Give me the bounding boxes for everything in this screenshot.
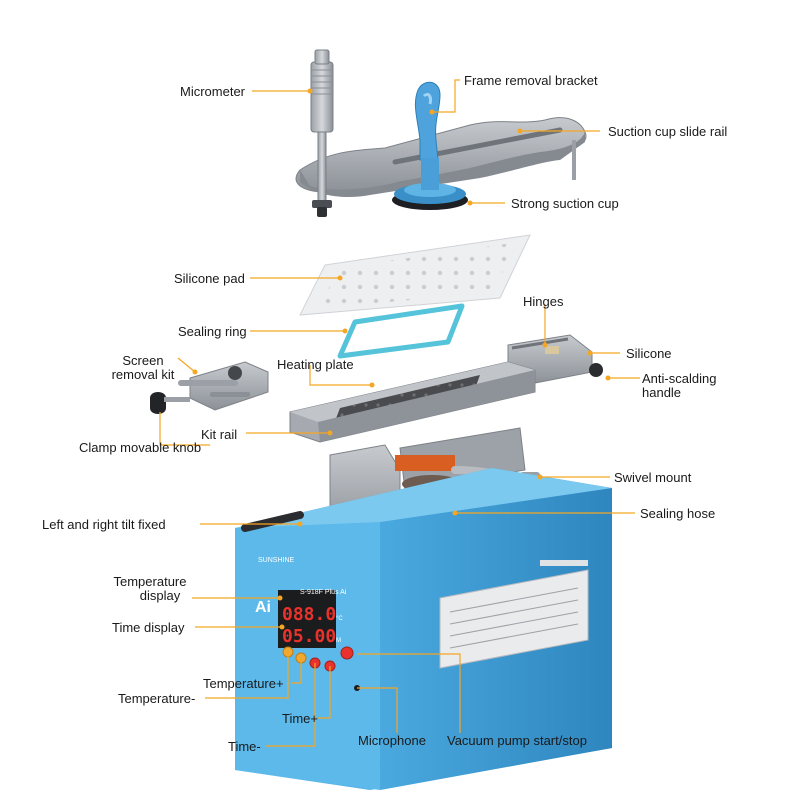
label-anti-scalding-handle-line1: Anti-scalding: [642, 371, 717, 386]
label-strong-suction-cup: Strong suction cup: [511, 196, 619, 211]
label-sealing-ring: Sealing ring: [178, 324, 247, 339]
label-frame-removal-bracket: Frame removal bracket: [464, 73, 598, 88]
label-temperature-minus: Temperature-: [118, 691, 196, 706]
label-screen-removal-kit-line1: Screen: [122, 353, 164, 368]
silicone-pad: [299, 234, 531, 316]
frame-removal-bracket: [295, 117, 587, 198]
body-strip: [540, 560, 588, 566]
temperature-unit: °C: [336, 616, 343, 622]
bracket-leg: [572, 140, 576, 180]
display-panel: [278, 590, 336, 648]
leader-lines: [159, 79, 640, 747]
suction-cup-handle: [414, 81, 441, 161]
label-swivel-mount: Swivel mount: [614, 470, 692, 485]
label-suction-cup-slide-rail: Suction cup slide rail: [608, 124, 728, 139]
label-temperature-plus: Temperature+: [203, 676, 284, 691]
label-vacuum-pump: Vacuum pump start/stop: [447, 733, 587, 748]
label-kit-rail: Kit rail: [201, 427, 238, 442]
label-silicone-pad: Silicone pad: [174, 271, 245, 286]
time-readout: 05.00: [282, 626, 336, 647]
temperature-readout: 088.0: [282, 604, 336, 625]
label-time-plus: Time+: [282, 711, 318, 726]
label-micrometer: Micrometer: [180, 84, 246, 99]
micrometer: [310, 49, 334, 217]
screen-removal-kit: [150, 361, 269, 414]
time-unit: M: [336, 638, 341, 644]
ai-badge: Ai: [255, 599, 271, 616]
leader-dots: [192, 88, 611, 630]
strong-suction-cup: [392, 158, 468, 210]
label-time-minus: Time-: [228, 739, 261, 754]
spec-label: [439, 569, 589, 669]
label-heating-plate: Heating plate: [277, 357, 354, 372]
label-clamp-movable-knob: Clamp movable knob: [79, 440, 202, 455]
label-left-right-tilt-fixed: Left and right tilt fixed: [42, 517, 166, 532]
brand-text: SUNSHINE: [258, 557, 295, 564]
label-screen-removal-kit-line2: removal kit: [111, 367, 175, 382]
label-microphone: Microphone: [358, 733, 426, 748]
label-time-display: Time display: [112, 620, 185, 635]
model-text: S-918F Plus Ai: [300, 589, 347, 596]
label-hinges: Hinges: [523, 294, 564, 309]
label-silicone: Silicone: [626, 346, 672, 361]
label-sealing-hose: Sealing hose: [640, 506, 716, 521]
heating-plate: [289, 361, 536, 443]
sealing-ring: [337, 303, 465, 359]
label-anti-scalding-handle-line2: handle: [642, 385, 682, 400]
label-temperature-display-line2: display: [139, 588, 181, 603]
vacuum-pump-button[interactable]: [340, 646, 354, 660]
label-temperature-display-line1: Temperature: [113, 574, 187, 589]
